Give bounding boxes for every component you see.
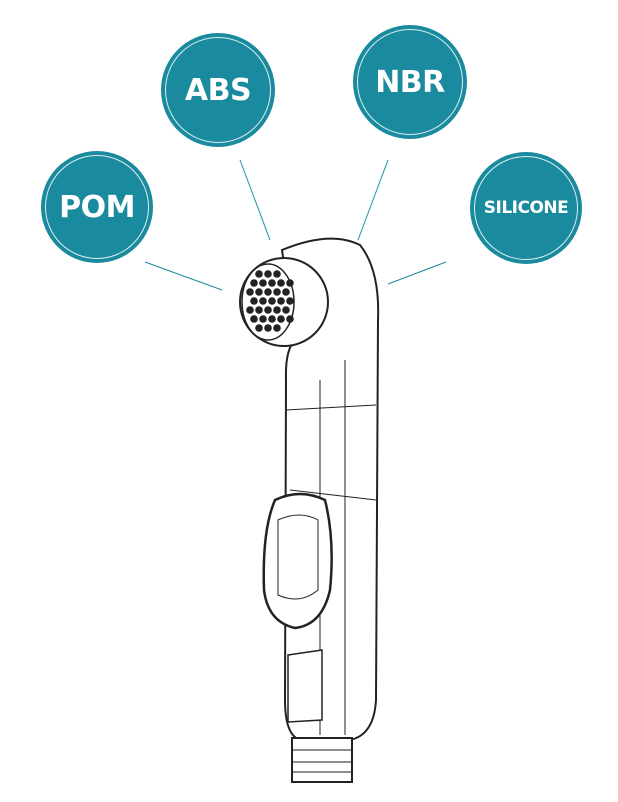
leader-line-abs [239,159,271,241]
nozzle-hole [277,297,285,305]
nozzle-hole [286,297,294,305]
nozzle-hole [246,306,254,314]
material-badge-nbr: NBR [353,25,467,139]
nozzle-hole [277,279,285,287]
nozzle-hole [282,288,290,296]
leader-line-silicone [387,261,447,285]
material-label: POM [59,189,135,225]
nozzle-hole [268,297,276,305]
nozzle-hole [264,288,272,296]
nozzle-hole [250,315,258,323]
nozzle-hole [246,288,254,296]
nozzle-hole [273,324,281,332]
material-badge-abs: ABS [161,33,275,147]
material-label: SILICONE [483,198,569,218]
nozzle-hole [255,324,263,332]
nozzle-hole [282,306,290,314]
leader-line-nbr [357,159,389,241]
leader-line-pom [144,261,223,291]
nozzle-hole [264,306,272,314]
nozzle-hole [264,324,272,332]
nozzle-hole [250,297,258,305]
nozzle-hole [273,288,281,296]
nozzle-hole [273,306,281,314]
nozzle-hole [259,279,267,287]
nozzle-hole [273,270,281,278]
sprayer-body [239,237,380,783]
nozzle-hole [286,279,294,287]
material-label: ABS [184,72,252,108]
nozzle-hole [255,288,263,296]
nozzle-hole [286,315,294,323]
material-badge-pom: POM [41,151,153,263]
nozzle-hole [255,270,263,278]
nozzle-hole [255,306,263,314]
nozzle-hole [259,315,267,323]
material-badge-silicone: SILICONE [470,152,582,264]
nozzle-hole [259,297,267,305]
material-label: NBR [375,64,445,100]
nozzle-hole [277,315,285,323]
leader-lines [144,159,447,291]
nozzle-hole [268,279,276,287]
nozzle-holes [246,270,294,332]
nozzle-hole [264,270,272,278]
nozzle-hole [268,315,276,323]
nozzle-hole [250,279,258,287]
